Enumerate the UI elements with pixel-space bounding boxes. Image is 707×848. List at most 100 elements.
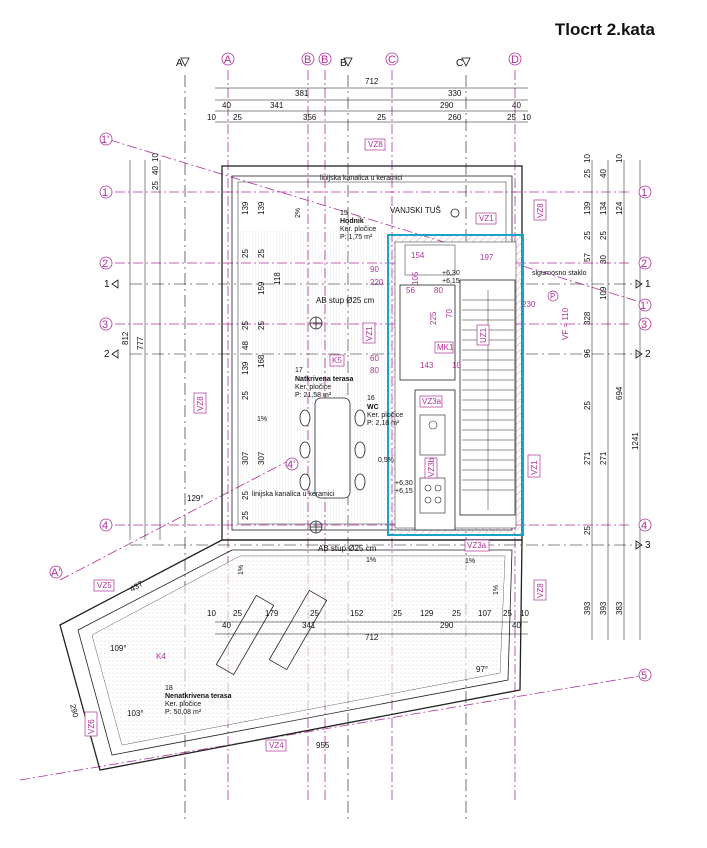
dim-left-139c: 139 — [241, 361, 250, 375]
room-17-name: Natkrivena terasa — [295, 376, 353, 383]
tag-vz8: VZ8 — [368, 140, 383, 149]
dim-top-330: 330 — [448, 89, 462, 98]
note-dim-80a: 80 — [434, 286, 443, 295]
insulated-wall-outline — [387, 234, 524, 536]
dim-bot-290: 290 — [440, 621, 454, 630]
note-dim-143: 143 — [420, 361, 434, 370]
tag-uz1: UZ1 — [479, 327, 488, 343]
tag-boxes — [84, 138, 547, 752]
section-label-c: C — [456, 58, 463, 69]
dim-right-134: 134 — [599, 201, 608, 215]
grid-label-right-1prime: 1' — [640, 300, 648, 312]
dimension-lines — [129, 87, 641, 640]
note-dim-154: 154 — [411, 251, 425, 260]
tag-k4: K4 — [156, 652, 166, 661]
note-slope5: 1% — [238, 565, 245, 575]
tag-vz1-mid: VZ1 — [365, 326, 374, 341]
note-safety-glass: sigurnosno staklo — [532, 270, 587, 277]
tag-vz1-top: VZ1 — [479, 214, 494, 223]
dim-right-328: 328 — [583, 311, 592, 325]
dim-bot-25d: 25 — [452, 609, 461, 618]
grid-label-c: C — [388, 54, 396, 66]
dim-bot-10b: 10 — [520, 609, 529, 618]
interior-block — [387, 234, 524, 536]
note-gutter-bottom: linijska kanalica u keramici — [252, 491, 335, 498]
tag-vz8-right: VZ8 — [536, 203, 545, 218]
tag-vz3a-bottom: VZ3a — [467, 541, 487, 550]
note-slope1: 1% — [257, 416, 267, 423]
room-18-num: 18 — [165, 685, 173, 692]
dim-right-1241: 1241 — [631, 432, 640, 450]
grid-label-row1: 1 — [102, 187, 108, 199]
dim-right-25a: 25 — [583, 169, 592, 178]
dim-bot-107: 107 — [478, 609, 492, 618]
dim-right-25e: 25 — [599, 231, 608, 240]
tag-p: P — [550, 292, 555, 301]
dim-bot-179: 179 — [265, 609, 279, 618]
dining-table — [299, 397, 366, 499]
dim-right-25c: 25 — [583, 401, 592, 410]
tag-vz3b: VZ3b — [427, 457, 436, 477]
note-dim-60: 60 — [370, 354, 379, 363]
grid-label-d: D — [511, 54, 519, 66]
dim-top-25a: 25 — [233, 113, 242, 122]
note-dim-290: 290 — [68, 703, 80, 719]
room-16-name: WC — [367, 404, 379, 411]
grid-label-a: A — [224, 54, 232, 66]
dim-bot-25b: 25 — [310, 609, 319, 618]
note-dim-70: 70 — [445, 309, 454, 318]
tag-mk1: MK1 — [437, 343, 454, 352]
dim-left-777: 777 — [136, 336, 145, 350]
dim-right-271a: 271 — [583, 451, 592, 465]
dim-bot-25e: 25 — [503, 609, 512, 618]
note-dim-105: 105 — [411, 271, 420, 285]
note-dim-225: 225 — [429, 311, 438, 325]
dim-left-168: 168 — [257, 354, 266, 368]
section-markers — [111, 57, 643, 550]
dim-top-40a: 40 — [222, 101, 231, 110]
dim-bot-25c: 25 — [393, 609, 402, 618]
dim-right-393b: 393 — [599, 601, 608, 615]
note-angle-109: 109° — [110, 644, 127, 653]
section-label-1: 1 — [104, 279, 110, 290]
note-angle-97: 97° — [476, 665, 488, 674]
note-level2b: +6,15 — [395, 488, 413, 495]
dim-left-812: 812 — [121, 331, 130, 345]
grid-label-b2: B — [321, 54, 328, 66]
note-gutter-top: linijska kanalica u keramici — [320, 175, 403, 182]
dim-left-25b: 25 — [241, 249, 250, 258]
room-17-area: P: 21,58 m² — [295, 392, 332, 399]
room-16-num: 16 — [367, 395, 375, 402]
dim-top-10a: 10 — [207, 113, 216, 122]
note-vf: VF = 110 — [561, 307, 570, 340]
dim-bot-total: 712 — [365, 633, 379, 642]
note-dim-230: 230 — [522, 300, 536, 309]
dim-right-30: 30 — [599, 255, 608, 264]
note-slope2: 0,5% — [378, 457, 394, 464]
room-15-name: Hodnik — [340, 218, 364, 225]
dim-left-139b: 139 — [257, 201, 266, 215]
note-dim-80b: 80 — [370, 366, 379, 375]
dim-left-307a: 307 — [241, 451, 250, 465]
grid-bubbles — [49, 52, 652, 682]
room-16-area: P: 2,18 m² — [367, 420, 400, 427]
grid-label-right-3: 3 — [641, 319, 647, 331]
room-17-finish: Ker. pločice — [295, 384, 331, 391]
dim-left-25f: 25 — [241, 391, 250, 400]
dim-bot-152: 152 — [350, 609, 364, 618]
dim-right-57: 57 — [583, 253, 592, 262]
dim-top-total: 712 — [365, 77, 379, 86]
dim-right-124: 124 — [615, 201, 624, 215]
tag-vz4: VZ4 — [269, 741, 284, 750]
dim-top-40b: 40 — [512, 101, 521, 110]
dim-top-260: 260 — [448, 113, 462, 122]
dim-left-159: 159 — [257, 281, 266, 295]
dim-right-694: 694 — [615, 386, 624, 400]
dim-right-96: 96 — [583, 349, 592, 358]
dim-bot-40b: 40 — [512, 621, 521, 630]
section-label-1-right: 1 — [645, 279, 651, 290]
note-level1b: +6,15 — [442, 278, 460, 285]
note-outdoor-shower: VANJSKI TUŠ — [390, 206, 441, 215]
dim-right-271b: 271 — [599, 451, 608, 465]
dim-bot-341: 341 — [302, 621, 316, 630]
